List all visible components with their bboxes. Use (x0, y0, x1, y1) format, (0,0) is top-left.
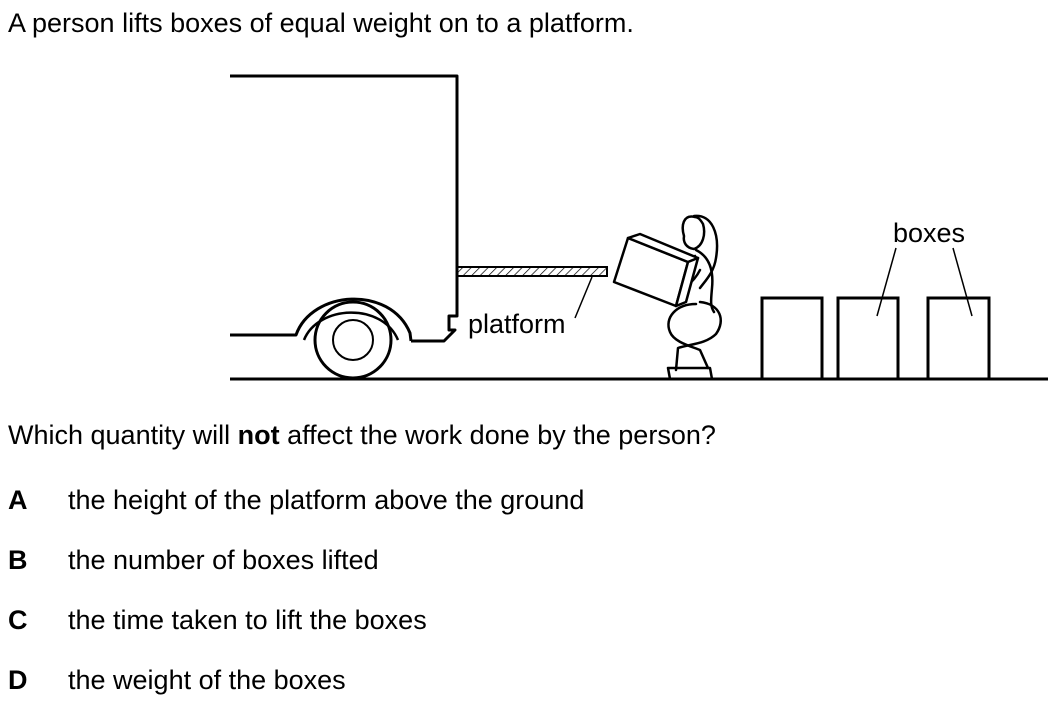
box-on-ground (926, 296, 991, 381)
question-emphasis: not (237, 420, 280, 450)
boxes-label-leader (952, 247, 973, 317)
option-letter: B (8, 545, 28, 575)
question-after: affect the work done by the person? (279, 420, 716, 450)
option-text: the weight of the boxes (68, 665, 346, 695)
platform-label: platform (468, 309, 566, 339)
truck-wheel (313, 300, 393, 380)
lifted-box (612, 232, 700, 308)
question-before: Which quantity will (8, 420, 238, 450)
option-text: the time taken to lift the boxes (68, 605, 427, 635)
platform (456, 266, 608, 277)
option-letter: C (8, 605, 28, 635)
intro-text: A person lifts boxes of equal weight on … (8, 8, 634, 38)
boxes-label-leader (876, 247, 897, 317)
platform-diagram: platform boxes (230, 74, 1048, 381)
question-text: Which quantity will not affect the work … (8, 418, 716, 452)
box-on-ground (760, 296, 824, 381)
boxes-label: boxes (893, 218, 965, 248)
option-text: the number of boxes lifted (68, 545, 379, 575)
truck (230, 74, 459, 343)
platform-label-leader (574, 276, 593, 319)
option-letter: A (8, 485, 28, 515)
option-letter: D (8, 665, 28, 695)
box-on-ground (836, 296, 900, 381)
option-text: the height of the platform above the gro… (68, 485, 585, 515)
